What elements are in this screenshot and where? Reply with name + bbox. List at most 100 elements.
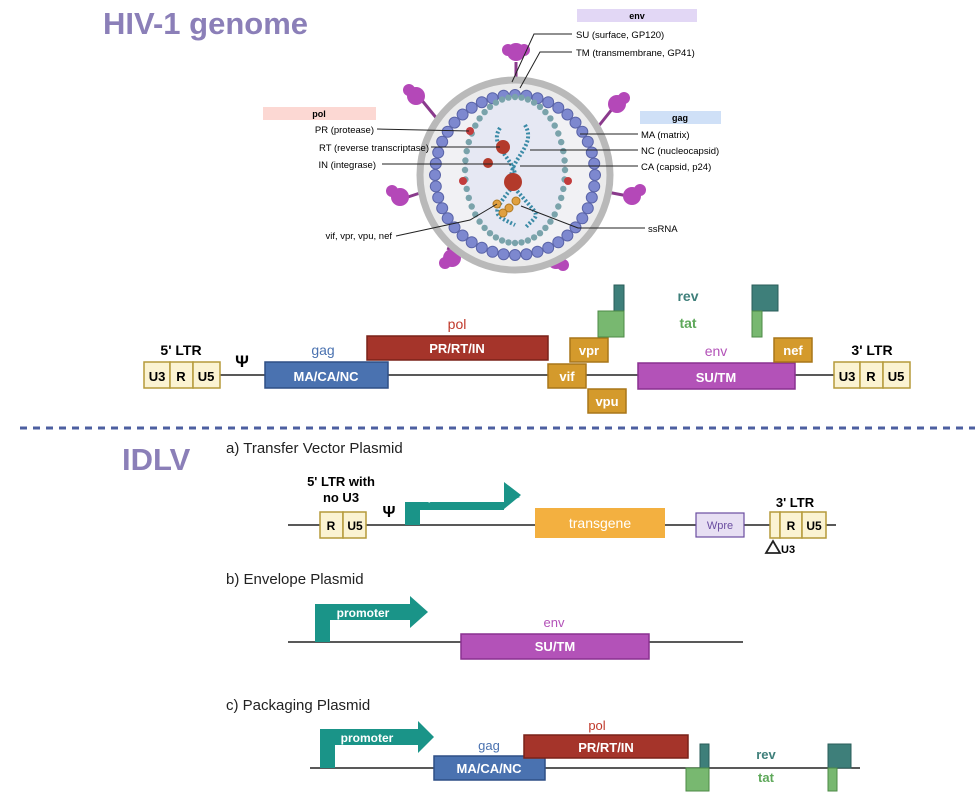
genome-nef-box [773, 337, 813, 363]
capsid-bead [536, 103, 544, 111]
label-accessory: vif, vpr, vpu, nef [325, 231, 392, 242]
capsid-bead [551, 211, 558, 218]
capsid-bead [472, 122, 479, 129]
matrix-bead [576, 212, 589, 225]
capsid-bead [560, 147, 567, 155]
envelope-promoter-label: promoter [337, 606, 390, 620]
matrix-bead [432, 191, 445, 204]
capsid-bead [492, 234, 500, 241]
matrix-bead [441, 212, 454, 225]
matrix-bead [497, 248, 510, 261]
svg-text:SU/TM: SU/TM [696, 370, 736, 385]
genome-tat-exon2 [751, 310, 763, 338]
capsid-bead [505, 239, 512, 246]
transfer-ltr3-label: 3' LTR [776, 495, 815, 510]
label-ssrna: ssRNA [648, 224, 678, 235]
packaging-tat-exon1 [685, 767, 710, 792]
packaging-plasmid-map: promoter gag MA/CA/NC pol PR/RT/IN rev t… [310, 718, 860, 792]
genome-ltr5-label: 5' LTR [160, 342, 201, 358]
virion-illustration [386, 43, 646, 274]
matrix-bead [552, 236, 565, 249]
packaging-heading: c) Packaging Plasmid [226, 697, 370, 714]
capsid-bead [547, 115, 554, 122]
label-su: SU (surface, GP120) [576, 30, 664, 41]
svg-text:U5: U5 [347, 519, 363, 533]
svg-text:vif: vif [559, 369, 575, 384]
genome-ltr3 [833, 361, 911, 389]
capsid-bead [524, 96, 532, 103]
gag-header-box [640, 111, 721, 124]
capsid-bead [518, 94, 525, 101]
matrix-bead [436, 202, 449, 215]
capsid-bead [492, 99, 500, 106]
capsid-bead [542, 224, 549, 232]
capsid-bead [463, 147, 470, 155]
capsid-bead [530, 234, 538, 241]
transfer-promoter-label: promoter [428, 489, 481, 503]
envelope-plasmid-map: promoter env SU/TM [288, 596, 743, 660]
matrix-bead [429, 169, 441, 181]
packaging-pol-label: pol [588, 718, 605, 733]
svg-text:U5: U5 [888, 369, 905, 384]
envelope-heading: b) Envelope Plasmid [226, 571, 364, 588]
svg-text:PR/RT/IN: PR/RT/IN [578, 740, 634, 755]
capsid-bead [465, 138, 472, 146]
capsid-bead [481, 224, 488, 232]
genome-env-box [637, 362, 796, 390]
transfer-ltr5-label-2: no U3 [323, 490, 359, 505]
matrix-bead [581, 135, 594, 148]
genome-vpu-box [587, 388, 627, 414]
genome-tat-label: tat [679, 315, 696, 331]
svg-text:MA/CA/NC: MA/CA/NC [457, 761, 523, 776]
env-header: env [629, 11, 645, 21]
capsid-bead [498, 96, 506, 103]
genome-pol-box [366, 335, 549, 361]
svg-text:Wpre: Wpre [707, 520, 733, 532]
envelope-env-box [460, 633, 650, 660]
matrix-bead [475, 96, 488, 109]
label-ca: CA (capsid, p24) [641, 162, 711, 173]
genome-gag-label: gag [311, 342, 334, 358]
label-tm: TM (transmembrane, GP41) [576, 48, 695, 59]
capsid-bead [476, 115, 483, 122]
envelope-promoter-arrow [315, 596, 428, 642]
transfer-vector-map: 5' LTR with no U3 R U5 Ψ promoter transg… [288, 474, 836, 556]
svg-text:transgene: transgene [569, 515, 631, 531]
matrix-bead [509, 249, 521, 261]
virion-callouts [376, 33, 645, 237]
pol-header: pol [312, 109, 326, 119]
genome-tat-exon1 [597, 310, 625, 338]
packaging-rev-exon1 [699, 743, 710, 769]
svg-text:nef: nef [783, 343, 803, 358]
packaging-rev-label: rev [756, 747, 776, 762]
packaging-gag-box [433, 755, 546, 781]
svg-text:U5: U5 [198, 369, 215, 384]
envelope-env-label: env [544, 615, 565, 630]
matrix-bead [465, 236, 478, 249]
capsid-bead [561, 157, 568, 164]
packaging-tat-exon2 [827, 767, 838, 792]
svg-text:U5: U5 [806, 519, 822, 533]
capsid-bead [524, 237, 532, 244]
capsid-bead [498, 237, 506, 244]
genome-ltr3-label: 3' LTR [851, 342, 892, 358]
capsid-bead [468, 203, 475, 210]
env-header-box [577, 9, 697, 22]
svg-text:vpr: vpr [579, 343, 599, 358]
genome-env-label: env [705, 343, 728, 359]
matrix-bead [588, 157, 601, 170]
capsid-bead [511, 239, 519, 247]
title-hiv-genome: HIV-1 genome [103, 6, 308, 41]
label-nc: NC (nucleocapsid) [641, 146, 719, 157]
matrix-bead [448, 116, 461, 129]
capsid-bead [461, 166, 469, 174]
delta-icon [764, 539, 782, 554]
capsid-bead [542, 108, 549, 116]
packaging-promoter-label: promoter [341, 731, 394, 745]
genome-rev-exon2 [751, 284, 779, 312]
transfer-heading: a) Transfer Vector Plasmid [226, 440, 403, 457]
matrix-bead [486, 245, 499, 258]
transfer-delta-u3: U3 [781, 544, 795, 556]
transfer-ltr5-label-1: 5' LTR with [307, 474, 375, 489]
